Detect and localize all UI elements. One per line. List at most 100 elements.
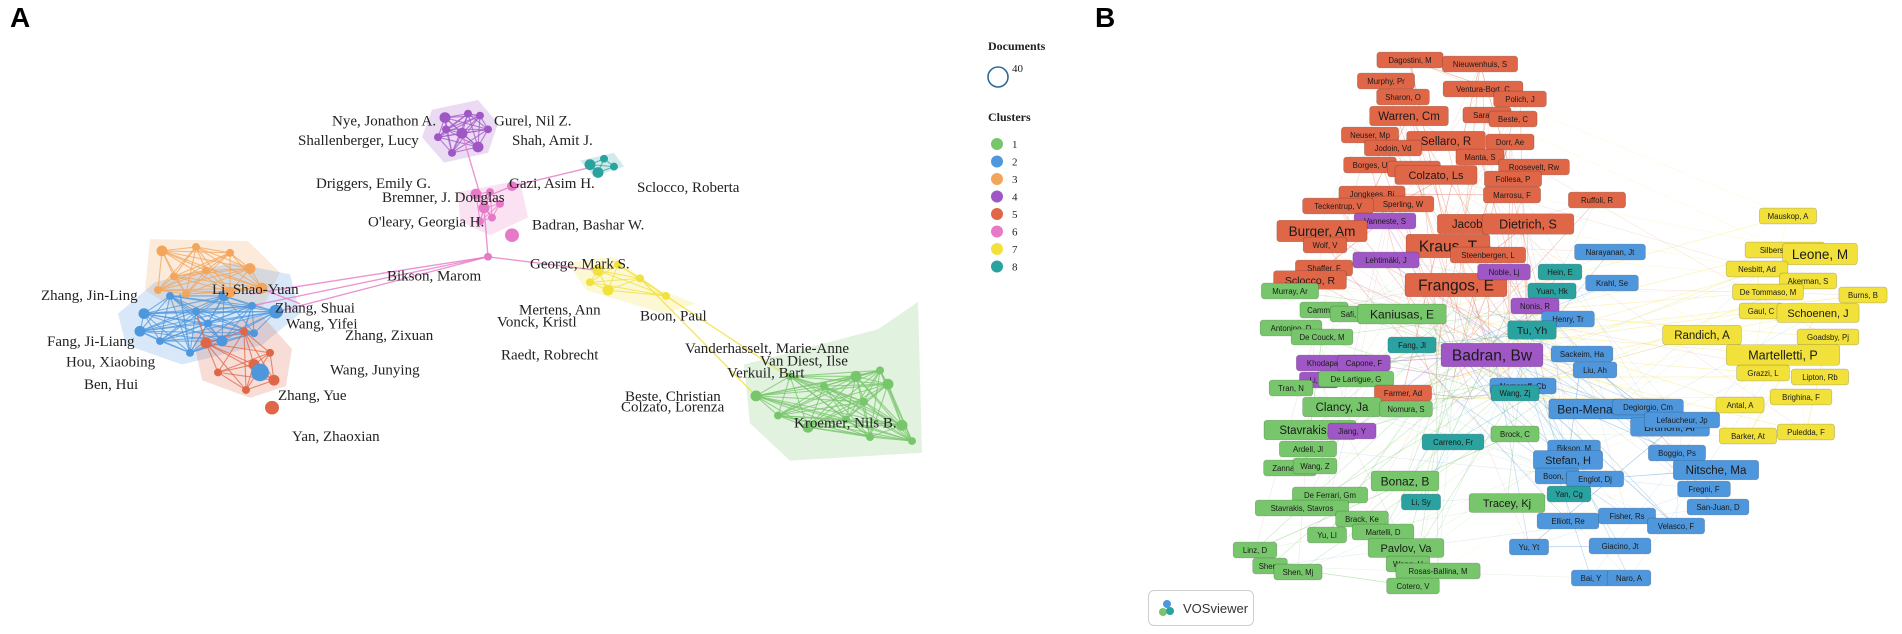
author-node-label: Fang, Jl bbox=[1398, 341, 1426, 350]
edge-b bbox=[1407, 376, 1527, 565]
labels-a: Nye, Jonathon A.Gurel, Nil Z.Shallenberg… bbox=[41, 114, 897, 445]
author-node: Gaul, C bbox=[1738, 302, 1784, 320]
edge-b bbox=[1329, 376, 1473, 496]
edge-7 bbox=[597, 269, 641, 279]
author-label: Vanderhasselt, Marie-Anne bbox=[685, 341, 849, 357]
node-cluster-5 bbox=[268, 374, 280, 386]
author-node: Brack, Ke bbox=[1335, 510, 1389, 528]
author-label: Boon, Paul bbox=[640, 309, 707, 325]
edge-3 bbox=[185, 270, 207, 295]
edge-1 bbox=[823, 385, 871, 438]
author-node-label: Khodaparast, N bbox=[1307, 359, 1361, 368]
author-node-label: Bikson, M bbox=[1557, 444, 1591, 453]
author-label: O'leary, Georgia H. bbox=[368, 215, 484, 231]
node-cluster-3 bbox=[224, 286, 236, 298]
author-node-box bbox=[1719, 427, 1777, 445]
author-node: De Lartigue, G bbox=[1318, 370, 1394, 388]
node-cluster-4 bbox=[472, 141, 484, 153]
edge-4 bbox=[444, 115, 481, 119]
author-node: Leone, M bbox=[1782, 242, 1858, 266]
author-node-label: Boon, P bbox=[1543, 472, 1571, 481]
author-label: Verkuil, Bart bbox=[727, 365, 805, 381]
author-node-label: Goadsby, Pj bbox=[1807, 333, 1849, 342]
node-cluster-3 bbox=[156, 245, 168, 257]
node-cluster-2 bbox=[250, 329, 258, 338]
author-node-box bbox=[1598, 507, 1656, 525]
edge-3 bbox=[157, 289, 187, 295]
edge-1 bbox=[807, 385, 825, 428]
author-node: Follesa, P bbox=[1484, 170, 1542, 188]
node-cluster-3 bbox=[202, 266, 210, 275]
author-node-label: Safi, S bbox=[1341, 310, 1364, 319]
edge-4 bbox=[467, 113, 489, 130]
edge-bridge bbox=[483, 207, 489, 257]
edge-1 bbox=[863, 401, 903, 426]
author-node: Englot, Dj bbox=[1566, 470, 1624, 488]
node-cluster-2 bbox=[204, 319, 212, 328]
author-label: Driggers, Emily G. bbox=[316, 176, 431, 192]
author-node-label: Rosas-Ballina, M bbox=[1409, 567, 1468, 576]
author-node-label: De Ferrari, Gm bbox=[1304, 491, 1356, 500]
author-node: Colzato, Ls bbox=[1394, 165, 1478, 185]
edge-b bbox=[1445, 63, 1481, 142]
author-node-label: Neuser, Mp bbox=[1350, 131, 1391, 140]
author-node: Clancy, Ja bbox=[1302, 396, 1382, 418]
edge-3 bbox=[173, 252, 231, 277]
author-node: Sellaro, R bbox=[1406, 130, 1486, 152]
author-node-label: Farmer, Ad bbox=[1384, 389, 1422, 398]
author-label: Wang, Junying bbox=[330, 362, 420, 378]
author-node: Neuser, Mp bbox=[1341, 126, 1399, 144]
author-node: Burns, B bbox=[1838, 286, 1888, 304]
edge-3 bbox=[195, 246, 231, 254]
vosviewer-badge[interactable]: VOSviewer bbox=[1148, 590, 1254, 626]
author-node-box bbox=[1606, 569, 1652, 587]
node-cluster-7 bbox=[586, 278, 594, 287]
author-node: De Ferrari, Gm bbox=[1292, 486, 1368, 504]
author-node: Ruffoli, R bbox=[1568, 191, 1626, 209]
edge-2 bbox=[139, 295, 171, 332]
author-node-label: Brighina, F bbox=[1782, 393, 1820, 402]
network-a: Nye, Jonathon A.Gurel, Nil Z.Shallenberg… bbox=[41, 99, 922, 461]
edge-b bbox=[1254, 433, 1516, 551]
edge-bridge bbox=[639, 277, 757, 397]
author-node: Mauskop, A bbox=[1759, 207, 1817, 225]
author-node: De Couck, M bbox=[1290, 328, 1354, 346]
edge-1 bbox=[845, 370, 881, 420]
author-node-label: Brock, C bbox=[1500, 430, 1530, 439]
author-label: Shah, Amit J. bbox=[512, 133, 593, 149]
author-node-label: Burger, Am bbox=[1289, 224, 1356, 239]
edge-b bbox=[1479, 223, 1569, 461]
edge-bridge bbox=[665, 295, 789, 377]
author-label: Raedt, Robrecht bbox=[501, 348, 599, 364]
edge-b bbox=[1525, 398, 1575, 449]
panel-label-a: A bbox=[10, 2, 31, 33]
edge-1 bbox=[845, 418, 903, 426]
author-node-label: Steenbergen, L bbox=[1461, 251, 1515, 260]
author-label: Zhang, Yue bbox=[278, 388, 347, 404]
edge-7 bbox=[589, 264, 619, 283]
author-node-label: Sackeim, Ha bbox=[1560, 350, 1605, 359]
author-node: Beste, C bbox=[1488, 110, 1538, 128]
node-hub bbox=[251, 363, 269, 382]
edge-bridge bbox=[487, 256, 599, 272]
edge-b bbox=[1420, 310, 1509, 503]
edge-3 bbox=[157, 250, 163, 291]
edge-6 bbox=[479, 203, 501, 222]
author-node: Degiorgio, Cm bbox=[1612, 398, 1684, 416]
author-node: Sackeim, Ha bbox=[1550, 345, 1614, 363]
author-label: Fang, Ji-Liang bbox=[47, 334, 135, 350]
author-node: Yuan, Hk bbox=[1527, 282, 1577, 300]
author-node-box bbox=[1327, 422, 1377, 440]
author-node: Martelletti, P bbox=[1725, 344, 1841, 366]
node-cluster-3 bbox=[154, 286, 162, 294]
node-cluster-7 bbox=[602, 284, 614, 296]
author-label: Ben, Hui bbox=[84, 377, 138, 393]
edge-1 bbox=[755, 375, 791, 397]
author-node-box bbox=[1662, 324, 1742, 346]
edge-3 bbox=[157, 287, 263, 291]
author-node-box bbox=[1588, 537, 1652, 555]
edge-b bbox=[1385, 80, 1473, 356]
author-node-label: Noble, Lj bbox=[1489, 268, 1520, 277]
author-node-label: Boggio, Ps bbox=[1658, 449, 1696, 458]
author-node: Yan, Cg bbox=[1546, 485, 1592, 503]
